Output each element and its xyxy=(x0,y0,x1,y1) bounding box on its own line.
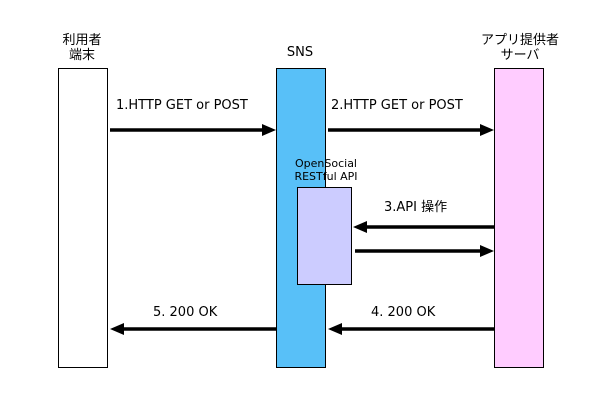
arrow-4-head xyxy=(328,323,342,335)
message-3-label: 3.API 操作 xyxy=(384,200,448,215)
lane-title-sns: SNS xyxy=(270,45,330,60)
arrow-1-terminal-to-sns xyxy=(110,124,276,136)
message-4-label: 4. 200 OK xyxy=(371,305,436,320)
api-box-label-line2: RESTful API xyxy=(294,170,358,183)
message-1-label: 1.HTTP GET or POST xyxy=(116,98,248,113)
lane-title-sns-line1: SNS xyxy=(286,45,314,60)
lane-title-user-terminal: 利用者 端末 xyxy=(52,33,112,63)
arrow-3b-api-to-server xyxy=(355,245,494,257)
arrow-5-sns-to-terminal xyxy=(110,323,276,335)
message-5-label: 5. 200 OK xyxy=(153,305,218,320)
api-box-label: OpenSocial RESTful API xyxy=(286,157,366,183)
arrow-3-head xyxy=(353,221,367,233)
arrow-3-server-to-api xyxy=(353,221,494,233)
lane-title-app-server: アプリ提供者 サーバ xyxy=(460,33,580,63)
opensocial-restful-api-box xyxy=(297,187,352,285)
message-2-label: 2.HTTP GET or POST xyxy=(331,98,463,113)
arrow-1-head xyxy=(262,124,276,136)
arrow-3b-head xyxy=(480,245,494,257)
lane-title-user-terminal-line2: 端末 xyxy=(68,48,95,63)
app-server-lifeline xyxy=(494,68,544,368)
lane-title-app-server-line1: アプリ提供者 xyxy=(480,33,559,48)
arrow-2-head xyxy=(480,124,494,136)
api-box-label-line1: OpenSocial xyxy=(295,157,357,170)
arrow-4-server-to-sns xyxy=(328,323,494,335)
arrow-5-head xyxy=(110,323,124,335)
user-terminal-lifeline xyxy=(58,68,108,368)
lane-title-app-server-line2: サーバ xyxy=(500,48,540,63)
lane-title-user-terminal-line1: 利用者 xyxy=(62,33,102,48)
arrow-2-sns-to-server xyxy=(328,124,494,136)
